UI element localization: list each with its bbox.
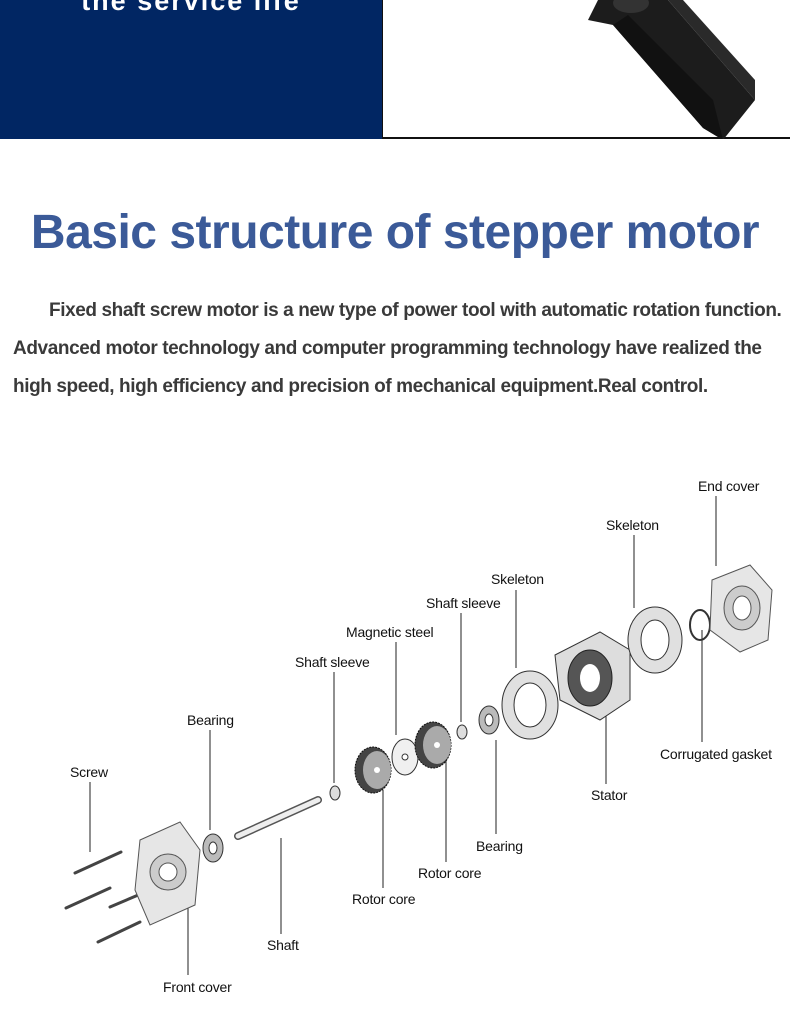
corrugated-gasket-part — [689, 609, 711, 641]
stator-part — [554, 631, 631, 721]
section-title: Basic structure of stepper motor — [30, 206, 760, 259]
description-line: high speed, high efficiency and precisio… — [13, 376, 708, 397]
promo-banner: the service life — [0, 0, 382, 139]
skeleton-part — [627, 606, 683, 674]
label-shaft: Shaft — [267, 937, 299, 953]
label-stator: Stator — [591, 787, 628, 803]
rotor-core-part — [354, 746, 392, 794]
description-paragraph: Fixed shaft screw motor is a new type of… — [13, 292, 788, 406]
skeleton-part — [501, 670, 559, 740]
magnetic-steel-part — [391, 738, 419, 776]
shaft-sleeve-part — [329, 785, 341, 801]
end-cover-part — [709, 564, 773, 653]
description-line: Advanced motor technology and computer p… — [13, 338, 762, 359]
label-rotor-core: Rotor core — [418, 865, 482, 881]
label-end-cover: End cover — [698, 478, 760, 494]
label-shaft-sleeve: Shaft sleeve — [426, 595, 501, 611]
label-skeleton: Skeleton — [491, 571, 544, 587]
motor-photo — [588, 0, 755, 140]
label-corrugated-gasket: Corrugated gasket — [660, 746, 772, 762]
banner-text: the service life — [81, 0, 301, 16]
rotor-core-part — [414, 721, 452, 769]
bearing-part — [478, 705, 500, 735]
screws — [64, 850, 152, 944]
shaft-sleeve-part — [456, 724, 468, 740]
label-magnetic-steel: Magnetic steel — [346, 624, 434, 640]
leader-lines — [89, 496, 717, 975]
label-rotor-core: Rotor core — [352, 891, 416, 907]
exploded-motor-diagram — [64, 496, 773, 975]
label-screw: Screw — [70, 764, 108, 780]
label-bearing: Bearing — [187, 712, 234, 728]
shaft-part — [234, 796, 322, 840]
label-skeleton: Skeleton — [606, 517, 659, 533]
front-cover-part — [134, 821, 201, 926]
motor-product-image — [382, 0, 790, 140]
description-line: Fixed shaft screw motor is a new type of… — [49, 300, 782, 321]
bearing-part — [202, 833, 224, 863]
label-bearing: Bearing — [476, 838, 523, 854]
label-shaft-sleeve: Shaft sleeve — [295, 654, 370, 670]
label-front-cover: Front cover — [163, 979, 232, 995]
